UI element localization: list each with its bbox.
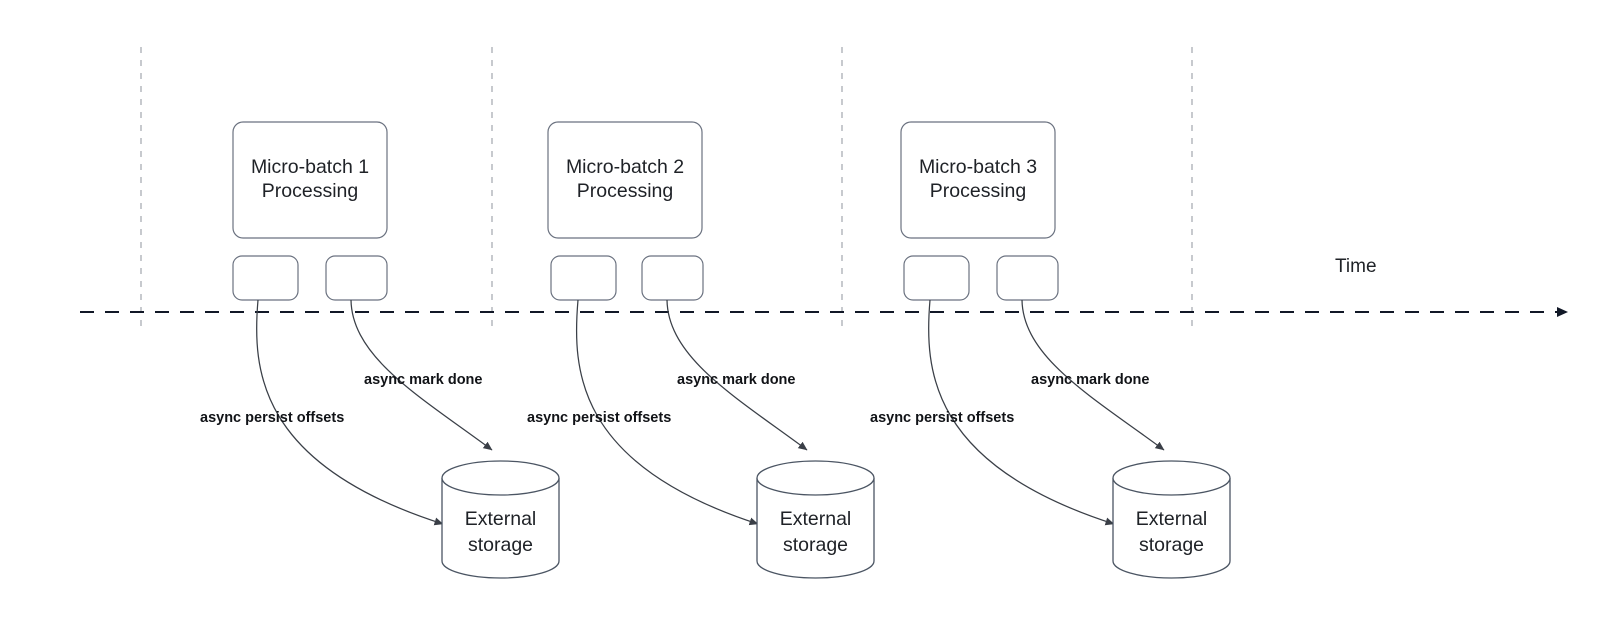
batch-1-async-mark-done-arrow: [350, 299, 493, 451]
micro-batch-1-box[interactable]: [232, 121, 388, 239]
external-storage-2[interactable]: External storage: [756, 460, 875, 579]
external-storage-2-label-line2: storage: [783, 534, 848, 556]
micro-batch-2-label-line2: Processing: [577, 180, 673, 202]
micro-batch-2-box[interactable]: [547, 121, 703, 239]
external-storage-1[interactable]: External storage: [441, 460, 560, 579]
external-storage-3-label-line2: storage: [1139, 534, 1204, 556]
batch-1-async-persist-offsets-label: async persist offsets: [200, 410, 344, 426]
timeline-axis: Time: [80, 256, 1568, 317]
batch-1-async-persist-offsets-arrow: [256, 299, 444, 526]
batch-1-mark-done-task-box[interactable]: [325, 255, 388, 301]
batch-3-async-mark-done-label: async mark done: [1031, 372, 1149, 388]
batch-group-3: Micro-batch 3 Processing async persist o…: [870, 121, 1231, 579]
micro-batch-3-label-line1: Micro-batch 3: [919, 156, 1037, 178]
batch-1-async-mark-done-label: async mark done: [364, 372, 482, 388]
batch-1-persist-offsets-task-box[interactable]: [232, 255, 299, 301]
timeline-axis-label: Time: [1335, 256, 1377, 277]
external-storage-1-top-ellipse: [441, 460, 560, 496]
batch-group-1: Micro-batch 1 Processing async persist o…: [200, 121, 560, 579]
external-storage-1-body: [441, 478, 560, 579]
batch-3-async-persist-offsets-label: async persist offsets: [870, 410, 1014, 426]
external-storage-3-top-ellipse: [1112, 460, 1231, 496]
external-storage-2-body: [756, 478, 875, 579]
micro-batch-3-label-line2: Processing: [930, 180, 1026, 202]
external-storage-2-top-ellipse: [756, 460, 875, 496]
external-storage-1-label-line1: External: [465, 508, 537, 530]
batch-3-persist-offsets-task-box[interactable]: [903, 255, 970, 301]
external-storage-3[interactable]: External storage: [1112, 460, 1231, 579]
micro-batch-2-label-line1: Micro-batch 2: [566, 156, 684, 178]
batch-3-mark-done-task-box[interactable]: [996, 255, 1059, 301]
micro-batch-3-box[interactable]: [900, 121, 1056, 239]
batch-2-async-mark-done-arrow: [666, 299, 808, 451]
batch-3-async-mark-done-arrow: [1021, 299, 1165, 451]
batch-2-mark-done-task-box[interactable]: [641, 255, 704, 301]
external-storage-3-body: [1112, 478, 1231, 579]
batch-2-async-mark-done-label: async mark done: [677, 372, 795, 388]
external-storage-2-label-line1: External: [780, 508, 852, 530]
micro-batch-1-label-line2: Processing: [262, 180, 358, 202]
batch-3-async-persist-offsets-arrow: [928, 299, 1115, 526]
batch-group-2: Micro-batch 2 Processing async persist o…: [527, 121, 875, 579]
batch-2-persist-offsets-task-box[interactable]: [550, 255, 617, 301]
batch-2-async-persist-offsets-label: async persist offsets: [527, 410, 671, 426]
batch-2-async-persist-offsets-arrow: [575, 299, 759, 526]
external-storage-1-label-line2: storage: [468, 534, 533, 556]
external-storage-3-label-line1: External: [1136, 508, 1208, 530]
micro-batch-1-label-line1: Micro-batch 1: [251, 156, 369, 178]
